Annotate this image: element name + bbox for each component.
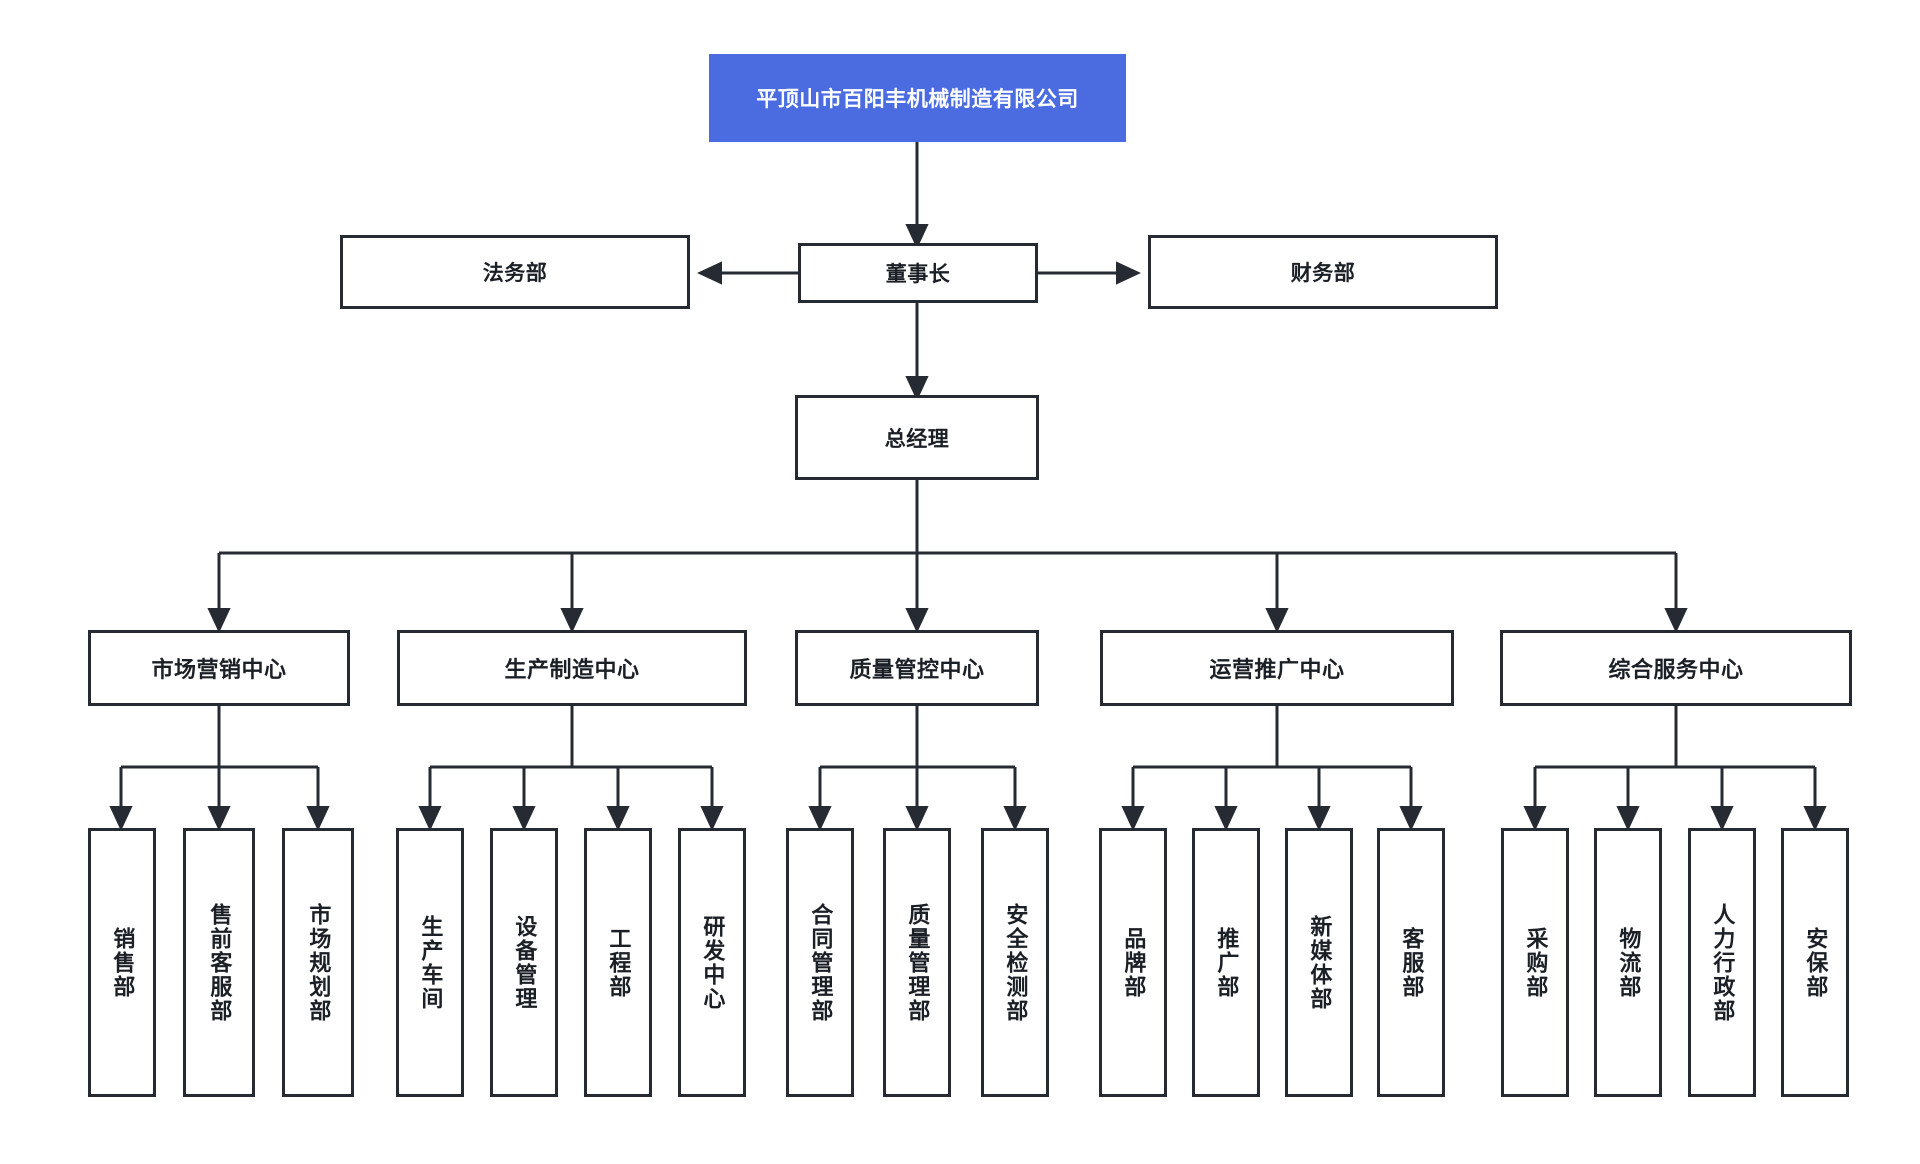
node-dept-equipment-management[interactable]: 设备管理 [490,828,558,1097]
node-dept-new-media[interactable]: 新媒体部 [1285,828,1353,1097]
node-label: 市场规划部 [306,902,332,1023]
node-dept-production-workshop[interactable]: 生产车间 [396,828,464,1097]
node-finance-department[interactable]: 财务部 [1148,235,1498,309]
node-dept-security[interactable]: 安保部 [1781,828,1849,1097]
node-label: 工程部 [606,926,632,999]
node-label: 运营推广中心 [1209,657,1345,682]
node-center-operations[interactable]: 运营推广中心 [1100,630,1454,706]
node-center-production[interactable]: 生产制造中心 [397,630,747,706]
node-label: 质量管控中心 [849,657,985,682]
node-label: 质量管理部 [905,902,931,1023]
node-dept-quality-management[interactable]: 质量管理部 [883,828,951,1097]
node-dept-procurement[interactable]: 采购部 [1501,828,1569,1097]
node-dept-safety-inspection[interactable]: 安全检测部 [981,828,1049,1097]
node-dept-contract-management[interactable]: 合同管理部 [786,828,854,1097]
node-label: 销售部 [110,926,136,999]
node-label: 推广部 [1214,926,1240,999]
node-label: 财务部 [1290,262,1356,285]
node-label: 安保部 [1803,926,1829,999]
node-label: 采购部 [1523,926,1549,999]
node-label: 物流部 [1616,926,1642,999]
node-dept-rnd-center[interactable]: 研发中心 [678,828,746,1097]
node-label: 合同管理部 [808,902,834,1023]
node-company-root[interactable]: 平顶山市百阳丰机械制造有限公司 [709,54,1126,142]
node-label: 综合服务中心 [1608,657,1744,682]
node-label: 安全检测部 [1003,902,1029,1023]
node-label: 品牌部 [1121,926,1147,999]
node-center-service[interactable]: 综合服务中心 [1500,630,1852,706]
node-label: 售前客服部 [207,902,233,1023]
node-dept-brand[interactable]: 品牌部 [1099,828,1167,1097]
node-dept-engineering[interactable]: 工程部 [584,828,652,1097]
node-label: 总经理 [884,427,950,451]
node-dept-sales[interactable]: 销售部 [88,828,156,1097]
node-dept-hr-administration[interactable]: 人力行政部 [1688,828,1756,1097]
node-center-marketing[interactable]: 市场营销中心 [88,630,350,706]
node-center-quality[interactable]: 质量管控中心 [795,630,1039,706]
node-label: 人力行政部 [1710,902,1736,1023]
node-dept-customer-service[interactable]: 客服部 [1377,828,1445,1097]
node-label: 研发中心 [700,914,726,1011]
node-label: 市场营销中心 [151,657,287,682]
node-label: 董事长 [885,263,951,286]
node-dept-logistics[interactable]: 物流部 [1594,828,1662,1097]
node-dept-promotion[interactable]: 推广部 [1192,828,1260,1097]
node-label: 设备管理 [512,914,538,1011]
node-label: 法务部 [482,262,548,285]
node-chairman[interactable]: 董事长 [798,243,1038,303]
node-legal-department[interactable]: 法务部 [340,235,690,309]
node-label: 平顶山市百阳丰机械制造有限公司 [756,88,1079,111]
node-label: 客服部 [1399,926,1425,999]
node-label: 生产车间 [418,914,444,1011]
node-label: 生产制造中心 [504,657,640,682]
node-dept-presales-support[interactable]: 售前客服部 [183,828,255,1097]
node-dept-market-planning[interactable]: 市场规划部 [282,828,354,1097]
node-general-manager[interactable]: 总经理 [795,395,1039,480]
node-label: 新媒体部 [1307,914,1333,1011]
